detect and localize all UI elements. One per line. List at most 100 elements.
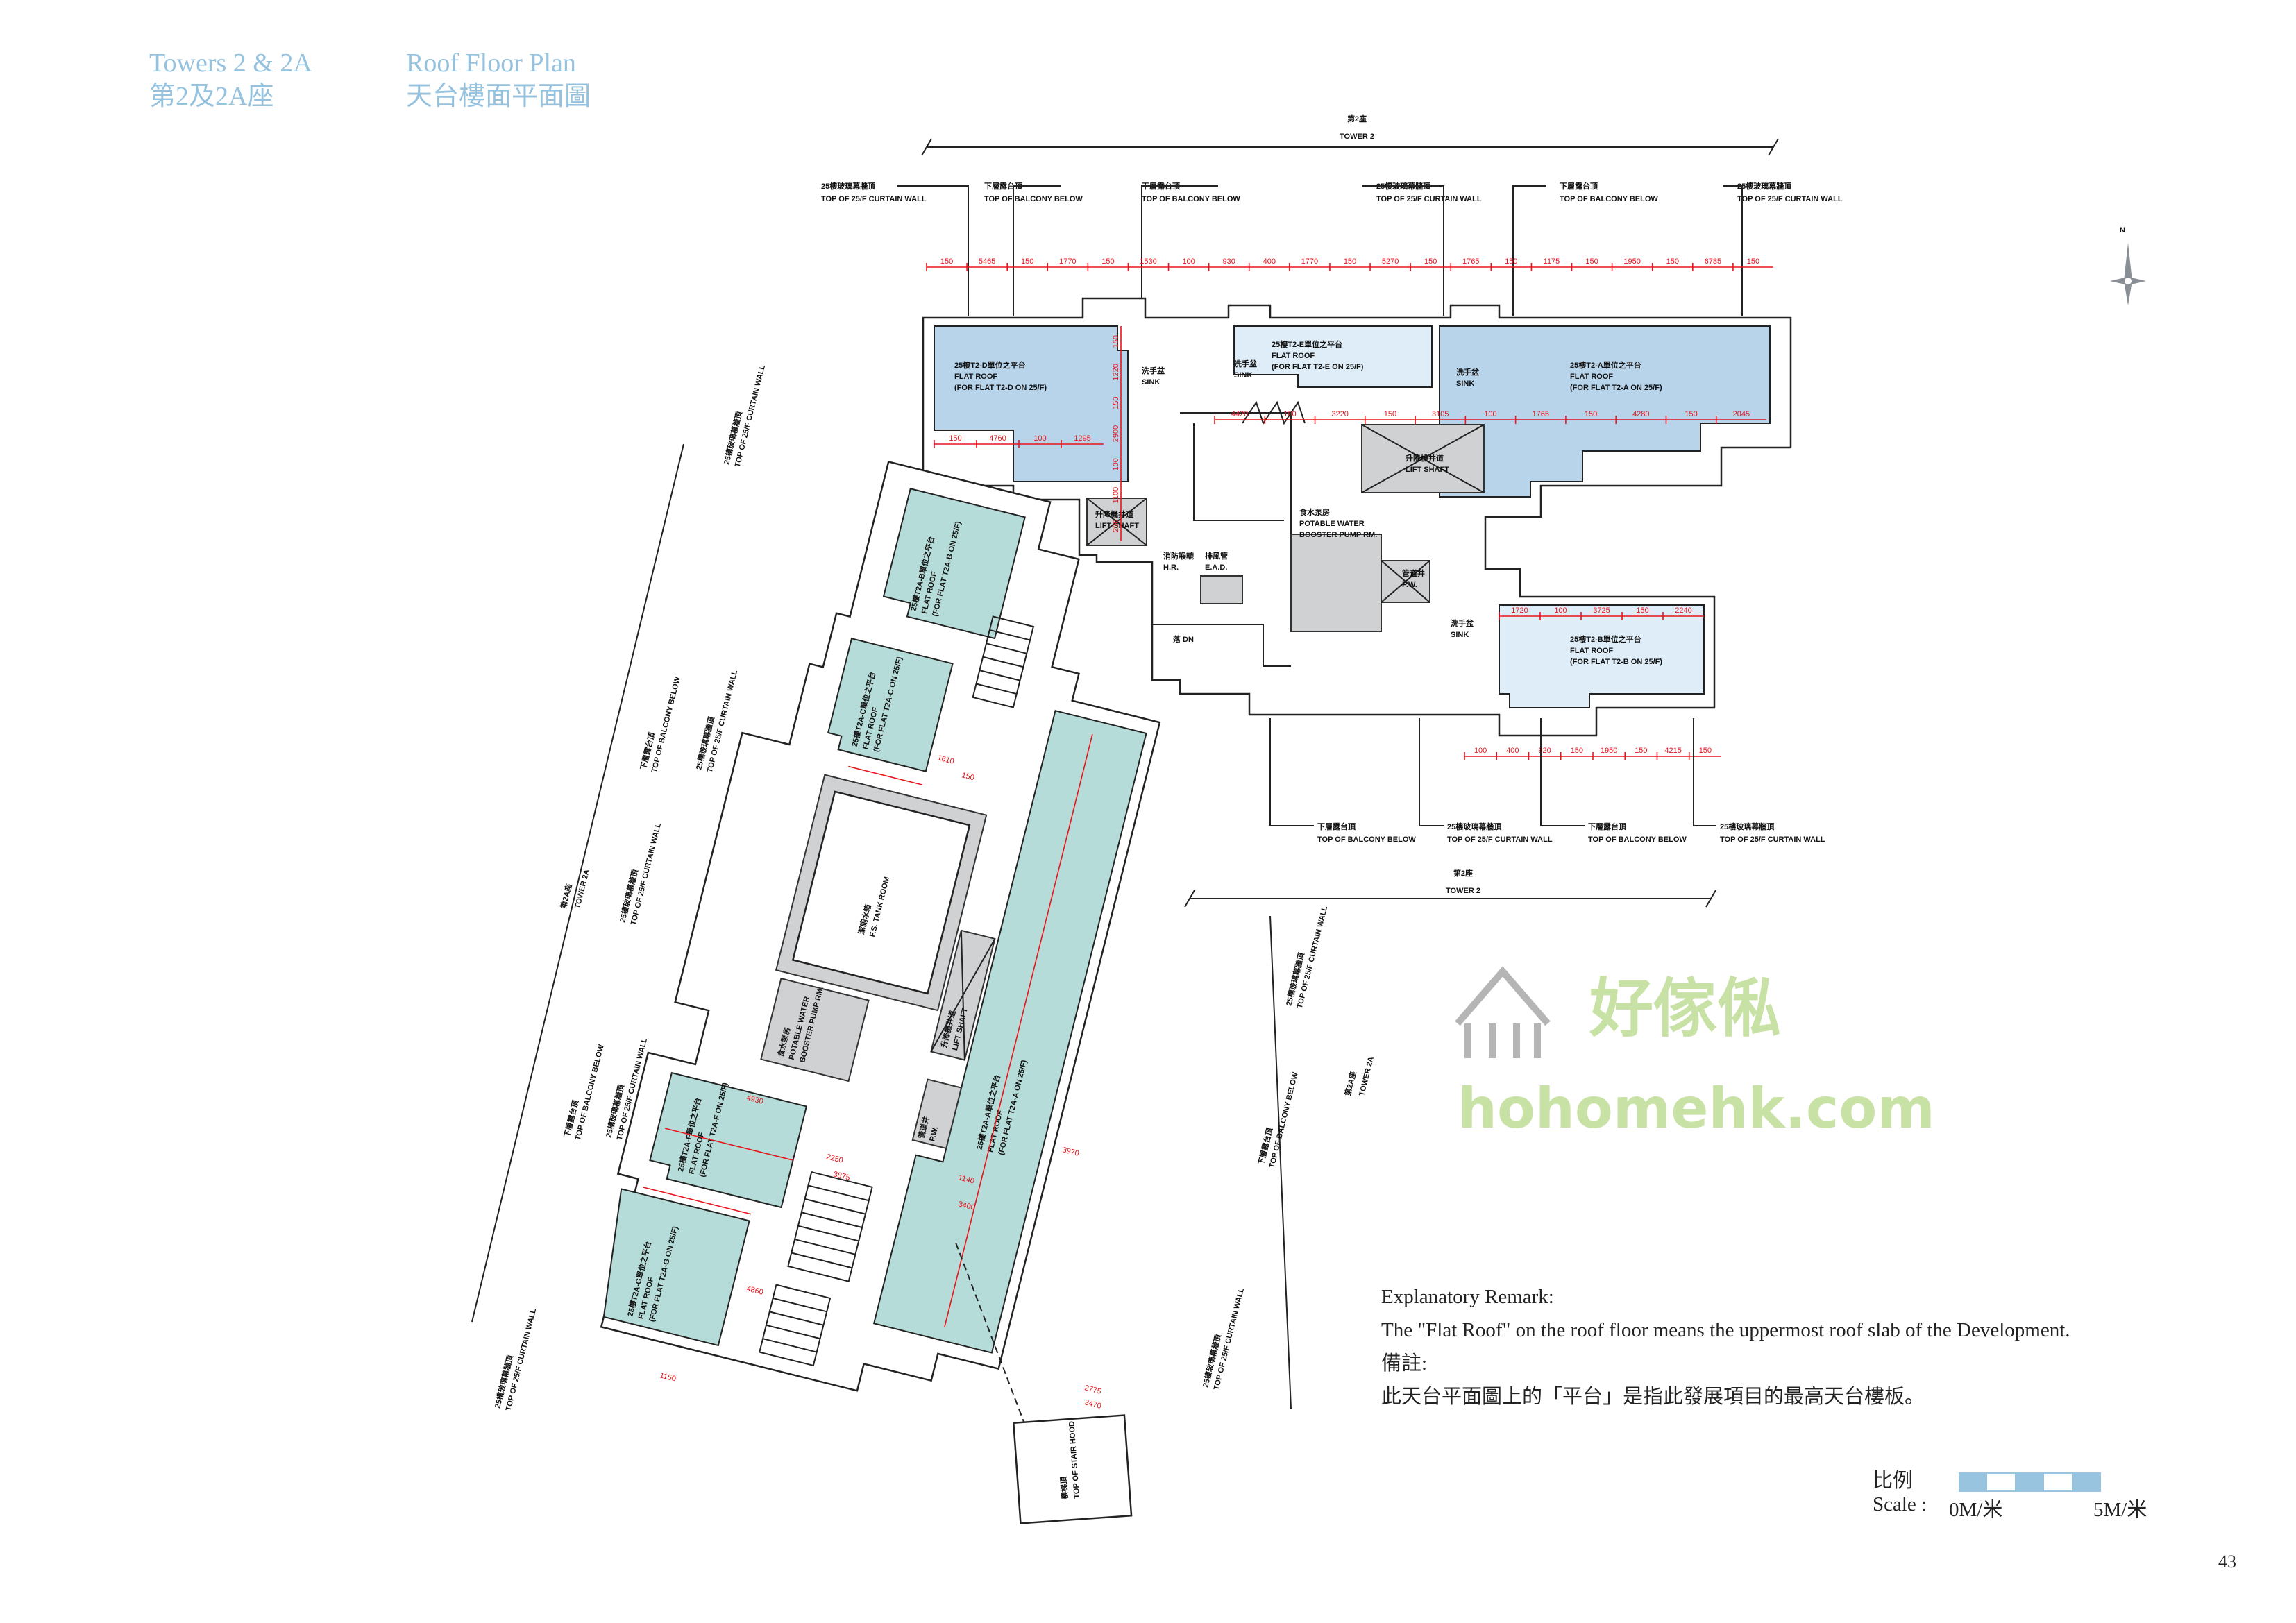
flat-roof-t2a-a	[872, 710, 1147, 1354]
dimension-label: 150	[1424, 257, 1437, 266]
svg-text:TOP OF BALCONY BELOW: TOP OF BALCONY BELOW	[650, 676, 682, 774]
svg-text:FLAT ROOF: FLAT ROOF	[954, 373, 997, 381]
scale-label-zh: 比例	[1873, 1470, 1914, 1492]
callout-leader	[1013, 185, 1061, 316]
svg-text:TOWER 2: TOWER 2	[1446, 887, 1480, 895]
svg-text:FLAT ROOF: FLAT ROOF	[1570, 647, 1613, 655]
dimension-label: 3725	[1593, 606, 1610, 615]
svg-text:第2座: 第2座	[1453, 868, 1473, 878]
scale-start: 0M/米	[1949, 1499, 2003, 1521]
dimension-label: 5465	[979, 257, 995, 266]
dimension-label: 150	[949, 434, 961, 443]
scale-end: 5M/米	[2093, 1499, 2147, 1521]
callout-en: TOP OF 25/F CURTAIN WALL	[1447, 835, 1553, 844]
dimension-label: 1720	[1511, 606, 1528, 615]
dimension-label: 150	[1747, 257, 1759, 266]
callout-zh: 25樓玻璃幕牆頂	[1720, 822, 1775, 831]
dimension-label: 2900	[1112, 425, 1120, 442]
svg-text:POTABLE WATER: POTABLE WATER	[1299, 520, 1365, 528]
dimension-label: 1175	[1544, 257, 1560, 266]
tower2-bottom-heading: 第2座 TOWER 2	[1184, 868, 1716, 908]
dimension-label: 1530	[1140, 257, 1156, 266]
callout-en: TOP OF BALCONY BELOW	[984, 195, 1083, 203]
flat-roof-t2-d	[934, 325, 1129, 482]
dimension-label: 150	[1505, 257, 1517, 266]
svg-text:洗手盆: 洗手盆	[1451, 618, 1474, 628]
scale-label-en: Scale :	[1873, 1493, 1927, 1515]
dimension-label: 1140	[957, 1173, 975, 1185]
dimension-label: 100	[1474, 747, 1487, 755]
svg-text:25樓T2-B單位之平台: 25樓T2-B單位之平台	[1570, 634, 1641, 644]
dimension-label: 100	[1033, 434, 1046, 443]
callout-leader	[897, 185, 969, 316]
svg-text:H.R.: H.R.	[1163, 563, 1179, 572]
svg-text:25樓T2-D單位之平台: 25樓T2-D單位之平台	[954, 360, 1026, 370]
flat-roof-t2a-c	[827, 637, 954, 772]
callout-leader	[1540, 718, 1585, 826]
flat-roof-t2-a	[1439, 325, 1771, 498]
callout-leader	[1512, 185, 1546, 316]
svg-text:P.W.: P.W.	[928, 1125, 940, 1142]
svg-text:TOP OF BALCONY BELOW: TOP OF BALCONY BELOW	[574, 1044, 606, 1141]
svg-text:消防喉轆: 消防喉轆	[1163, 551, 1194, 561]
dimension-label: 400	[1506, 747, 1519, 755]
watermark-zh: 好傢俬	[1589, 971, 1781, 1046]
dimension-label: 1100	[1112, 487, 1120, 504]
dimension-label: 150	[1101, 257, 1114, 266]
stair-south-2	[759, 1284, 832, 1367]
svg-text:(FOR FLAT T2-D ON 25/F): (FOR FLAT T2-D ON 25/F)	[954, 384, 1047, 392]
callout-leader	[1723, 185, 1743, 316]
stair-north	[972, 615, 1035, 708]
tower2a-dimensions: 4930114039702250387534004860115027753470…	[659, 754, 1102, 1411]
dimension-label: 150	[1699, 747, 1712, 755]
dimension-label: 150	[1384, 410, 1396, 418]
dimension-label: 3470	[1083, 1398, 1102, 1411]
stair-south	[787, 1171, 873, 1282]
callout-zh: 25樓玻璃幕牆頂	[1447, 822, 1502, 831]
plan-title-zh: 天台樓面平面圖	[406, 82, 591, 111]
svg-text:排風管: 排風管	[1205, 551, 1228, 561]
svg-text:25樓T2-E單位之平台: 25樓T2-E單位之平台	[1272, 339, 1342, 349]
dimension-label: 1770	[1301, 257, 1318, 266]
svg-text:BOOSTER PUMP RM.: BOOSTER PUMP RM.	[1299, 531, 1377, 539]
callout-leader	[1419, 718, 1444, 826]
callout-en: TOP OF BALCONY BELOW	[1142, 195, 1240, 203]
tower2-top-heading: 第2座 TOWER 2	[921, 114, 1779, 156]
callout-leader	[1362, 185, 1444, 316]
remark-title-en: Explanatory Remark:	[1381, 1286, 1554, 1308]
dimension-label: 100	[1283, 410, 1296, 418]
dimension-label: 1610	[936, 754, 955, 766]
flat-roof-t2a-f	[649, 1071, 808, 1209]
remark-body-en: The "Flat Roof" on the roof floor means …	[1381, 1319, 2070, 1341]
dimension-label: 150	[1112, 397, 1120, 409]
watermark-en: hohomehk.com	[1458, 1076, 1935, 1141]
svg-text:第2A座: 第2A座	[558, 883, 573, 909]
dimension-label: 3970	[1061, 1146, 1080, 1158]
svg-text:FLAT ROOF: FLAT ROOF	[1272, 352, 1315, 360]
explanatory-remark: Explanatory Remark: The "Flat Roof" on t…	[1381, 1280, 2070, 1413]
dimension-label: 4215	[1664, 747, 1681, 755]
svg-text:25樓T2-A單位之平台: 25樓T2-A單位之平台	[1570, 360, 1641, 370]
dimension-label: 150	[1571, 747, 1583, 755]
plan-title-en: Roof Floor Plan	[406, 49, 576, 78]
dimension-label: 150	[1635, 747, 1647, 755]
dimension-label: 1950	[1601, 747, 1617, 755]
dimension-label: 150	[1344, 257, 1356, 266]
callout-leader	[1693, 718, 1716, 826]
svg-text:SINK: SINK	[1451, 631, 1469, 639]
svg-text:食水泵房: 食水泵房	[1299, 507, 1330, 517]
dimension-label: 150	[1666, 257, 1679, 266]
watermark: 好傢俬 hohomehk.com	[1455, 966, 1935, 1141]
flat-roof-t2-b	[1499, 604, 1705, 708]
dimension-label: 150	[1685, 410, 1697, 418]
dimension-label: 2240	[1675, 606, 1691, 615]
callout-en: TOP OF 25/F CURTAIN WALL	[821, 195, 927, 203]
dimension-label: 3400	[957, 1200, 976, 1212]
